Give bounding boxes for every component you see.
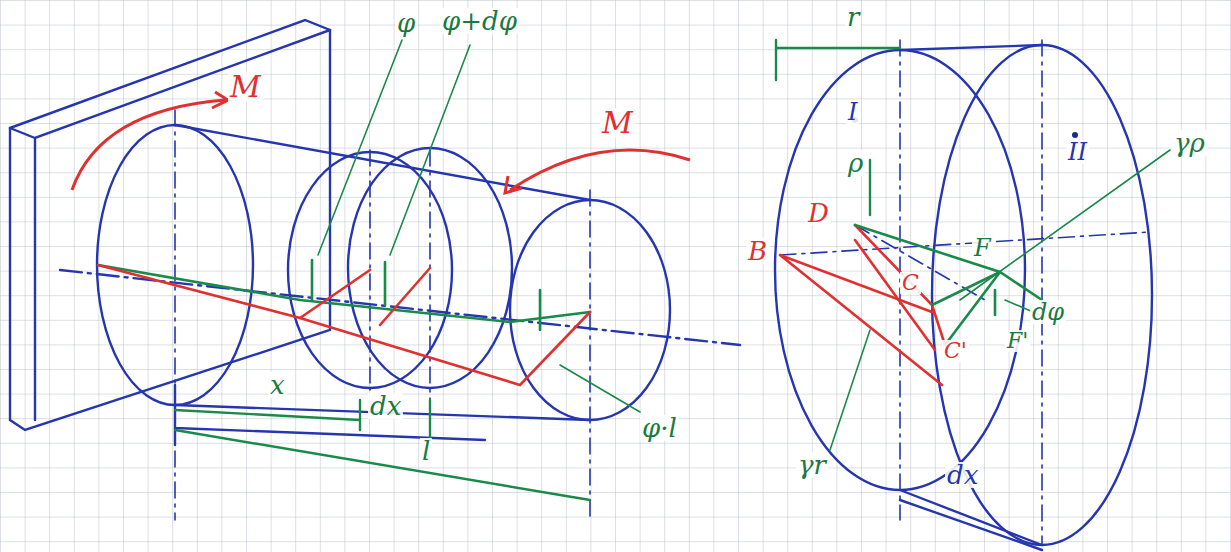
vertical-axis [175,110,590,520]
arrowhead [505,176,522,193]
dim-rho [869,160,871,215]
symbol-label: D [806,200,831,226]
dim-line [175,385,485,445]
symbol-label: φ [395,10,417,36]
dim-l [175,430,590,500]
symbol-label: φ+dφ [440,8,519,34]
symbol-label: I [846,100,859,124]
left-figure [10,20,740,520]
arrowhead [212,92,228,108]
symbol-label: II [1066,140,1089,164]
green-element [855,225,1042,345]
red-generator [98,265,590,385]
symbol-label: F' [1005,330,1030,352]
leader-line [318,40,640,412]
dim-dx [900,500,1042,550]
symbol-label: M [600,108,635,138]
moment-arrows [72,92,690,193]
angle-mark [994,290,997,315]
symbol-label: φ·l [640,415,679,441]
symbol-label: l [420,438,432,464]
symbol-label: B [746,238,769,264]
moment-arrow [72,100,225,190]
leader-line [830,150,1170,450]
right-figure [775,40,1152,550]
points [852,117,1078,138]
green-generator [98,265,590,322]
symbol-label: r [845,4,861,30]
symbol-label: dx [368,393,403,419]
symbol-label: x [268,372,287,398]
wall-edge [10,30,330,420]
symbol-label: dx [945,462,980,488]
symbol-label: M [228,72,263,102]
symbol-label: γr [796,452,828,478]
point-II [1072,132,1078,138]
red-element [855,225,945,350]
moment-arrow [510,150,690,190]
symbol-label: γρ [1172,130,1207,156]
right-generators [780,150,1170,450]
radius-line [300,268,430,325]
axis-line [780,40,1150,545]
symbol-label: F [972,236,993,260]
symbol-label: ρ [846,150,865,176]
symbol-label: C [900,272,921,294]
angle-mark [312,260,540,330]
symbol-label: C' [942,340,969,362]
wall-plate [10,20,330,430]
dim-r [776,40,900,80]
symbol-label: dφ [1030,300,1066,324]
left-generators [98,40,640,412]
red-generator [780,255,942,385]
